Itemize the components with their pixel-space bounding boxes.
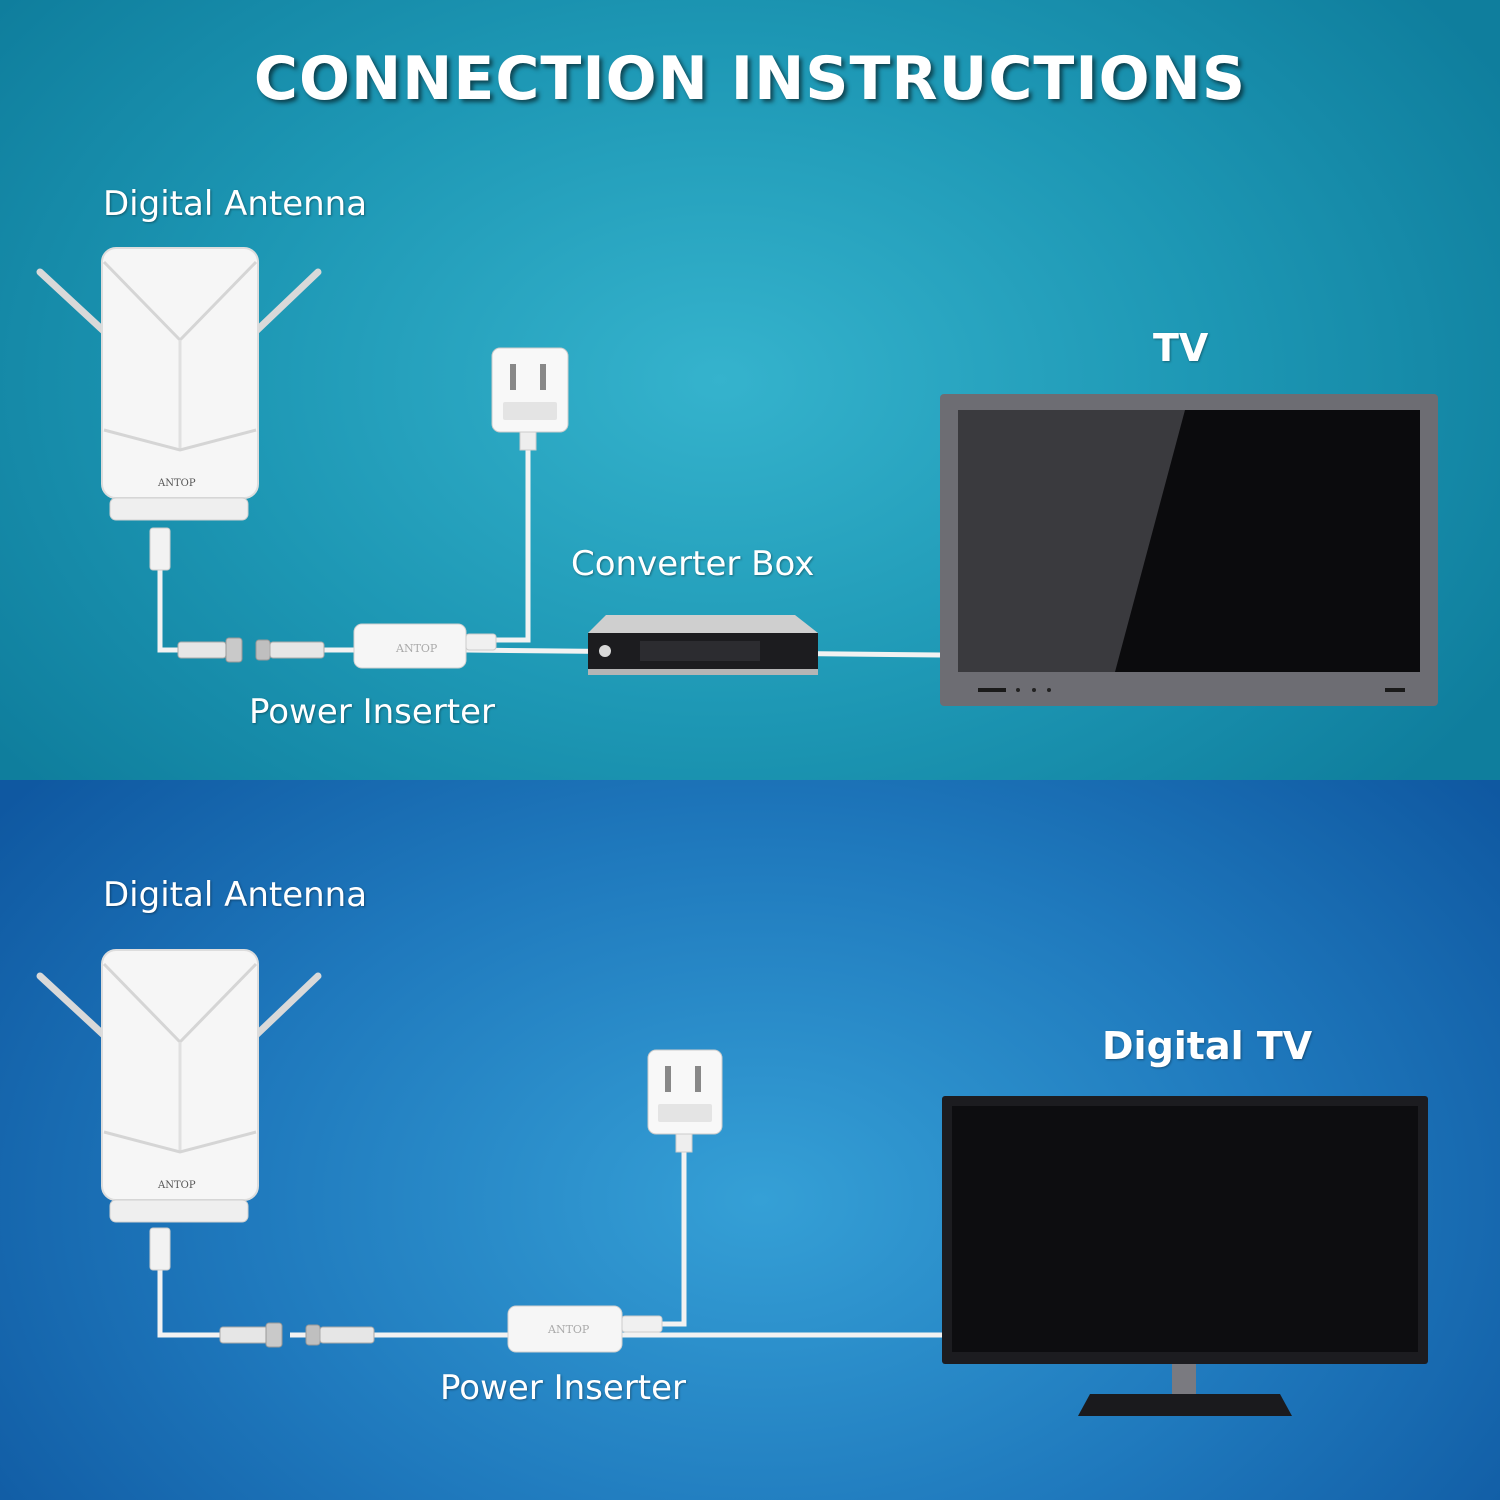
antenna-brand: ANTOP [157, 478, 196, 489]
antenna-icon [36, 247, 322, 571]
antenna-cable [157, 1270, 235, 1338]
converter-box-icon [588, 615, 818, 675]
antenna-label: Digital Antenna [103, 184, 368, 224]
top-panel: CONNECTION INSTRUCTIONS ANTOP [0, 0, 1500, 780]
power-inserter-label: Power Inserter [249, 692, 496, 732]
adapter-cable [622, 1135, 687, 1327]
tv-label: TV [1153, 326, 1209, 370]
bottom-diagram: ANTOP ANTOP [36, 949, 1428, 1416]
bottom-cables [157, 1135, 945, 1338]
antenna-label: Digital Antenna [103, 875, 368, 915]
coax-connector-icon [219, 1322, 375, 1348]
power-inserter-icon [507, 1305, 663, 1353]
tv-icon [940, 394, 1438, 706]
top-cables [157, 432, 941, 658]
antenna-cable [157, 570, 235, 653]
inserter-brand: ANTOP [395, 642, 438, 655]
inserter-brand: ANTOP [547, 1323, 590, 1336]
digital-tv-label: Digital TV [1102, 1024, 1313, 1068]
tv-icon [942, 1096, 1428, 1416]
antenna-icon [36, 949, 322, 1271]
bottom-panel: ANTOP ANTOP [0, 780, 1500, 1500]
power-adapter-icon [647, 1049, 723, 1153]
adapter-cable [470, 432, 531, 643]
antenna-brand: ANTOP [157, 1180, 196, 1191]
page-title: CONNECTION INSTRUCTIONS [253, 44, 1247, 114]
power-adapter-icon [491, 347, 569, 451]
top-diagram: ANTOP ANTOP [36, 247, 1438, 706]
power-inserter-icon [353, 623, 497, 669]
converter-box-label: Converter Box [571, 544, 815, 584]
coax-connector-icon [177, 637, 325, 663]
power-inserter-label: Power Inserter [440, 1368, 687, 1408]
